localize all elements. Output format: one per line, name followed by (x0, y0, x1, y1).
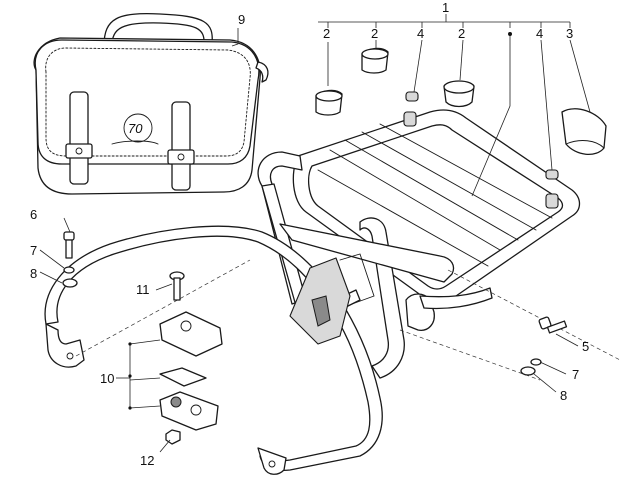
rubber-spacer-mid (361, 47, 389, 74)
saddle-bag: 70 (33, 13, 269, 195)
callout-2-left: 2 (323, 26, 330, 41)
callout-5: 5 (582, 339, 589, 354)
callout-1: 1 (442, 0, 449, 15)
rubber-pad (561, 108, 607, 155)
washer-small-left (63, 266, 75, 274)
callout-4-right: 4 (536, 26, 543, 41)
callout-2-right: 2 (458, 26, 465, 41)
bolt-left (63, 231, 75, 259)
callout-7-left: 7 (30, 243, 37, 258)
washer-large-left (62, 278, 78, 288)
washer-large-right (520, 366, 536, 376)
callout-3: 3 (566, 26, 573, 41)
callout-2-mid: 2 (371, 26, 378, 41)
callout-7-right: 7 (572, 367, 579, 382)
callout-labels: 1 2 2 2 3 4 4 5 6 7 7 8 8 9 10 11 12 (30, 0, 589, 468)
callout-6: 6 (30, 207, 37, 222)
callout-9: 9 (238, 12, 245, 27)
washer-small-right (530, 358, 542, 366)
rubber-spacer-left (315, 89, 343, 116)
bolt-right (538, 316, 568, 334)
plug-cap-right (545, 169, 559, 180)
callout-10: 10 (100, 371, 114, 386)
callout-8-left: 8 (30, 266, 37, 281)
callout-12: 12 (140, 453, 154, 468)
anniversary-logo: 70 (111, 113, 159, 145)
rack-frame (44, 109, 621, 475)
callout-11: 11 (136, 282, 150, 297)
plug-cap-left (405, 91, 419, 102)
leader-lines (39, 14, 591, 453)
rubber-spacer-right (443, 80, 475, 108)
logo-text: 70 (128, 121, 143, 136)
clamp-kit (128, 311, 223, 431)
callout-8-right: 8 (560, 388, 567, 403)
screw-11 (169, 271, 185, 301)
callout-4-left: 4 (417, 26, 424, 41)
